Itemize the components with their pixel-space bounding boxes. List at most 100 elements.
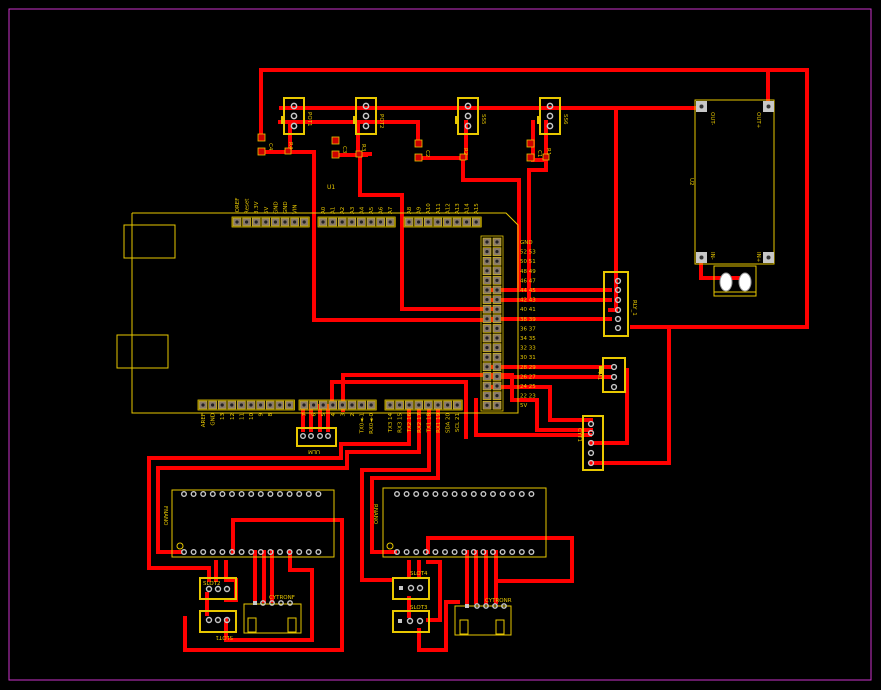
pin-label: A11 <box>436 203 442 214</box>
header-outline <box>317 216 396 228</box>
r4-label: R4 <box>287 142 293 150</box>
trace-cyt1-b <box>548 385 593 422</box>
pin-label: SCL 21 <box>455 413 461 432</box>
nano-pin <box>480 491 487 498</box>
c1-label: C1 <box>536 150 542 157</box>
nano-pin <box>413 549 420 556</box>
m1-label: M1 <box>596 372 602 380</box>
pin-label: 50 51 <box>520 259 536 265</box>
cytron-connector-cyt1: CYT1 <box>576 415 604 471</box>
mega-power-jack <box>116 334 169 369</box>
ss6-label: SS6 <box>562 114 568 125</box>
trace-fnano-a <box>183 518 344 652</box>
trace-slot4-gnd <box>417 600 460 652</box>
pin-label: 44 45 <box>520 288 536 294</box>
ss5-connector: SS5 <box>455 97 486 135</box>
pin-label: AREF <box>201 413 207 427</box>
nano-pin <box>442 491 449 498</box>
nano-pin <box>432 491 439 498</box>
pin-label: A3 <box>350 206 356 214</box>
pin-label: 38 39 <box>520 317 536 323</box>
trace-top-bus <box>259 68 809 329</box>
cytronf-connector: CYTRONF <box>243 595 302 634</box>
pin-label: A2 <box>340 207 346 214</box>
u2-in-minus-label: IN- <box>709 252 715 260</box>
nano-pin <box>200 549 207 556</box>
nano-pin <box>296 549 303 556</box>
nano-pin <box>219 491 226 498</box>
nano-pin <box>490 491 497 498</box>
pin-label: 9 <box>259 413 265 417</box>
trace-rnano-rx <box>370 404 440 554</box>
nano-pin <box>413 491 420 498</box>
ss5-label: SS5 <box>480 114 486 125</box>
board-outline <box>8 8 872 681</box>
nano-pin <box>432 549 439 556</box>
dc-jack <box>713 265 757 297</box>
trace-slot4-b <box>426 560 442 622</box>
trace-cyt1-a <box>589 368 629 445</box>
nano-pin <box>499 491 506 498</box>
pin-label: RX2 17 <box>417 413 423 433</box>
nano-pin <box>470 491 477 498</box>
header-outline <box>298 399 377 411</box>
pin-label: A15 <box>474 203 480 214</box>
c4-label: C4 <box>267 143 273 151</box>
nano-pin <box>394 491 401 498</box>
pin-label: 13 <box>220 413 226 420</box>
nano-pin <box>509 491 516 498</box>
trace-cap-row <box>278 120 420 142</box>
pin-label: GND <box>211 413 217 426</box>
pin-label: 28 29 <box>520 365 536 371</box>
slot1-label: SLOT1 <box>215 634 233 640</box>
pin-label: A12 <box>445 203 451 214</box>
nano-pin <box>238 491 245 498</box>
resistor-r2: R2 <box>459 148 468 161</box>
pin-label: 26 27 <box>520 374 536 380</box>
pin-label: 12 <box>230 413 236 420</box>
pin-label: 10 <box>249 413 255 420</box>
pin-label: IOREF <box>235 198 241 214</box>
pin-label: GND <box>283 201 289 214</box>
nano-pin <box>480 549 487 556</box>
rnano-label: RNANO <box>372 504 378 525</box>
relay-rly1: RLY_1 <box>603 271 637 337</box>
pin-label: 2 <box>350 413 356 417</box>
pin-label: 36 37 <box>520 326 536 332</box>
pin-label: RX1 19 <box>436 413 442 433</box>
fnano-bottom-pins <box>180 549 322 556</box>
header-outline <box>197 399 295 411</box>
nano-pin <box>518 491 525 498</box>
ulm-label: ULM <box>308 448 320 454</box>
nano-pin <box>422 549 429 556</box>
trace-fnano-tx <box>147 404 411 582</box>
traces <box>147 68 809 652</box>
nano-pin <box>315 491 322 498</box>
nano-pin <box>238 549 245 556</box>
capacitor-c1: C1 <box>526 139 542 162</box>
nano-pin <box>228 549 235 556</box>
trace-cyt1-d <box>341 373 593 432</box>
pin-label: 42 43 <box>520 298 536 304</box>
fnano-top-pins <box>180 491 322 498</box>
pin-label: 46 47 <box>520 278 536 284</box>
nano-pin <box>200 491 207 498</box>
pin-label: RX3 15 <box>398 413 404 433</box>
nano-pin <box>228 491 235 498</box>
pot1-connector: POT1 <box>281 97 312 135</box>
pin-label: A8 <box>407 206 413 214</box>
mega-ref-label: U1 <box>327 184 335 191</box>
pin-label: TX1 18 <box>426 413 432 434</box>
nano-pin <box>286 491 293 498</box>
pin-label: 40 41 <box>520 307 536 313</box>
nano-pin <box>528 491 535 498</box>
trace-slot2-b <box>224 560 238 602</box>
pin-label: GND <box>520 240 533 246</box>
rnano-top-pins <box>394 491 535 498</box>
nano-pin <box>277 491 284 498</box>
pin-label: 6 <box>312 413 318 417</box>
pin-label: 24 25 <box>520 384 536 390</box>
trace-r4-a0 <box>292 150 494 322</box>
